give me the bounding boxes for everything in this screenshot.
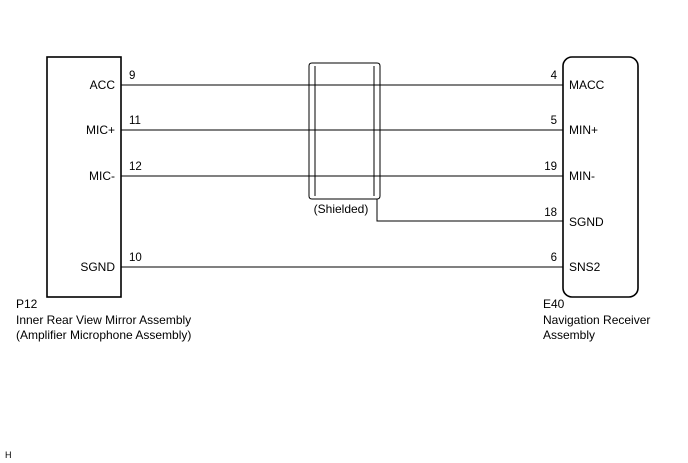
right-connector-name-line1: Navigation Receiver [543, 313, 650, 327]
left-pin-10: 10 [129, 252, 142, 264]
left-connector-name-line1: Inner Rear View Mirror Assembly [16, 313, 191, 327]
left-pin-12: 12 [129, 161, 142, 173]
left-terminal-sgnd: SGND [80, 260, 115, 274]
left-terminal-mic-minus: MIC- [89, 169, 115, 183]
wire-shield-sgnd [376, 199, 563, 222]
right-terminal-macc: MACC [569, 78, 605, 92]
right-connector-box [562, 56, 639, 298]
right-pin-19: 19 [544, 161, 557, 173]
right-terminal-min-minus: MIN- [569, 169, 595, 183]
right-terminal-sns2: SNS2 [569, 260, 601, 274]
right-terminal-sgnd: SGND [569, 215, 604, 229]
shield-symbol [308, 62, 381, 200]
left-terminal-mic-plus: MIC+ [86, 123, 115, 137]
corner-mark: H [5, 450, 12, 460]
right-pin-18: 18 [544, 207, 557, 219]
right-terminal-min-plus: MIN+ [569, 123, 598, 137]
left-terminal-acc: ACC [90, 78, 116, 92]
right-connector-code: E40 [543, 297, 565, 311]
left-connector-box [46, 56, 122, 298]
right-pin-4: 4 [551, 70, 558, 82]
right-pin-6: 6 [551, 252, 557, 264]
left-connector-name-line2: (Amplifier Microphone Assembly) [16, 328, 191, 342]
shield-label: (Shielded) [314, 202, 369, 216]
left-pin-11: 11 [129, 115, 141, 127]
right-pin-5: 5 [551, 115, 557, 127]
left-pin-9: 9 [129, 70, 135, 82]
left-connector-code: P12 [16, 297, 38, 311]
right-connector-name-line2: Assembly [543, 328, 595, 342]
